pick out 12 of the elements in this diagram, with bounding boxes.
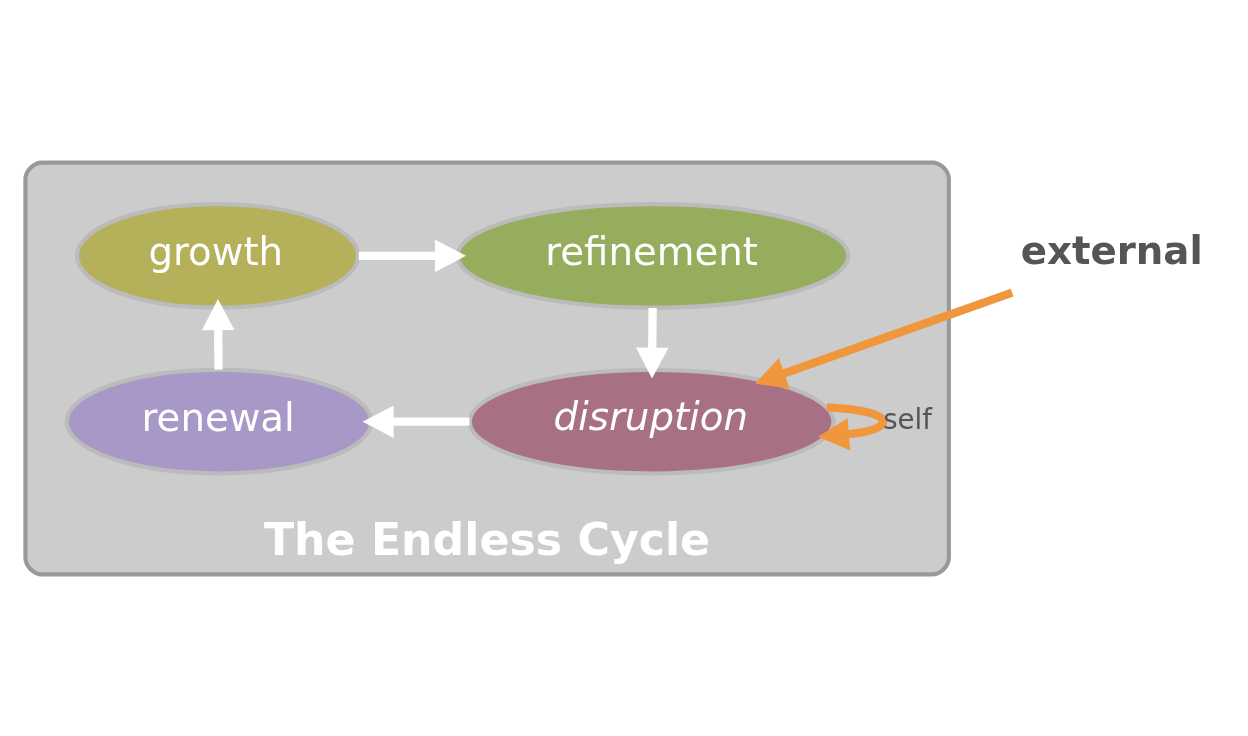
arrow [358,239,466,272]
arrow [362,404,470,438]
arrow [817,402,888,451]
node-text: external [1020,227,1203,273]
edge-label: self [883,402,933,436]
node-ellipse: renewal [64,367,374,476]
node-ellipse: disruption [467,367,836,476]
node-ellipse: refinement [455,201,851,310]
node-ellipse: growth [75,201,361,310]
arrow [755,288,1014,389]
arrow [201,298,235,370]
arrow [635,307,669,379]
